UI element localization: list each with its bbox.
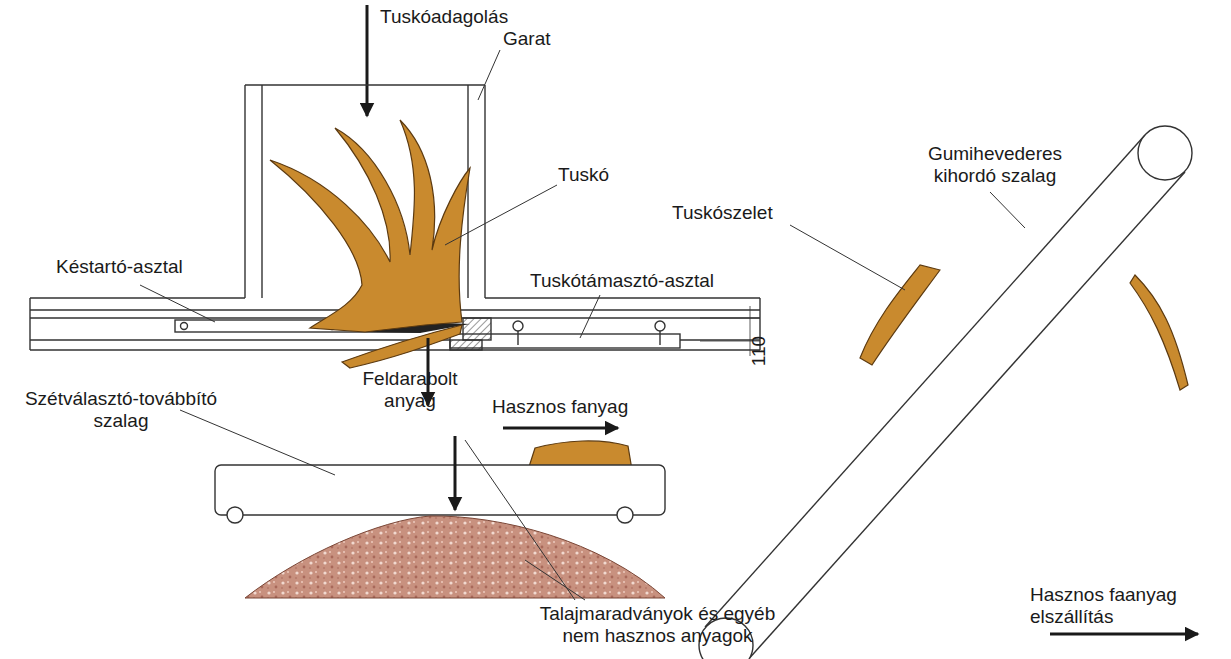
support-table-label: Tuskótámasztó-asztal — [530, 270, 750, 292]
sorting-belt-label: Szétválasztó-továbbító szalag — [5, 388, 237, 432]
feed-label: Tuskóadagolás — [380, 6, 580, 28]
residue-label: Talajmaradványok és egyéb nem hasznos an… — [525, 603, 790, 647]
conveyor-label: Gumihevederes kihordó szalag — [920, 143, 1070, 187]
useful-wood-label: Hasznos fanyag — [492, 396, 652, 418]
knife-table-label: Késtartó-asztal — [56, 256, 216, 278]
stump-label: Tuskó — [558, 164, 638, 186]
material-label: Feldarabolt anyag — [350, 368, 470, 412]
hopper-label: Garat — [503, 28, 583, 50]
dimension-value: 110 — [748, 331, 770, 371]
slice-label: Tuskószelet — [672, 202, 802, 224]
transport-label: Hasznos faanyag elszállítás — [1030, 584, 1195, 628]
